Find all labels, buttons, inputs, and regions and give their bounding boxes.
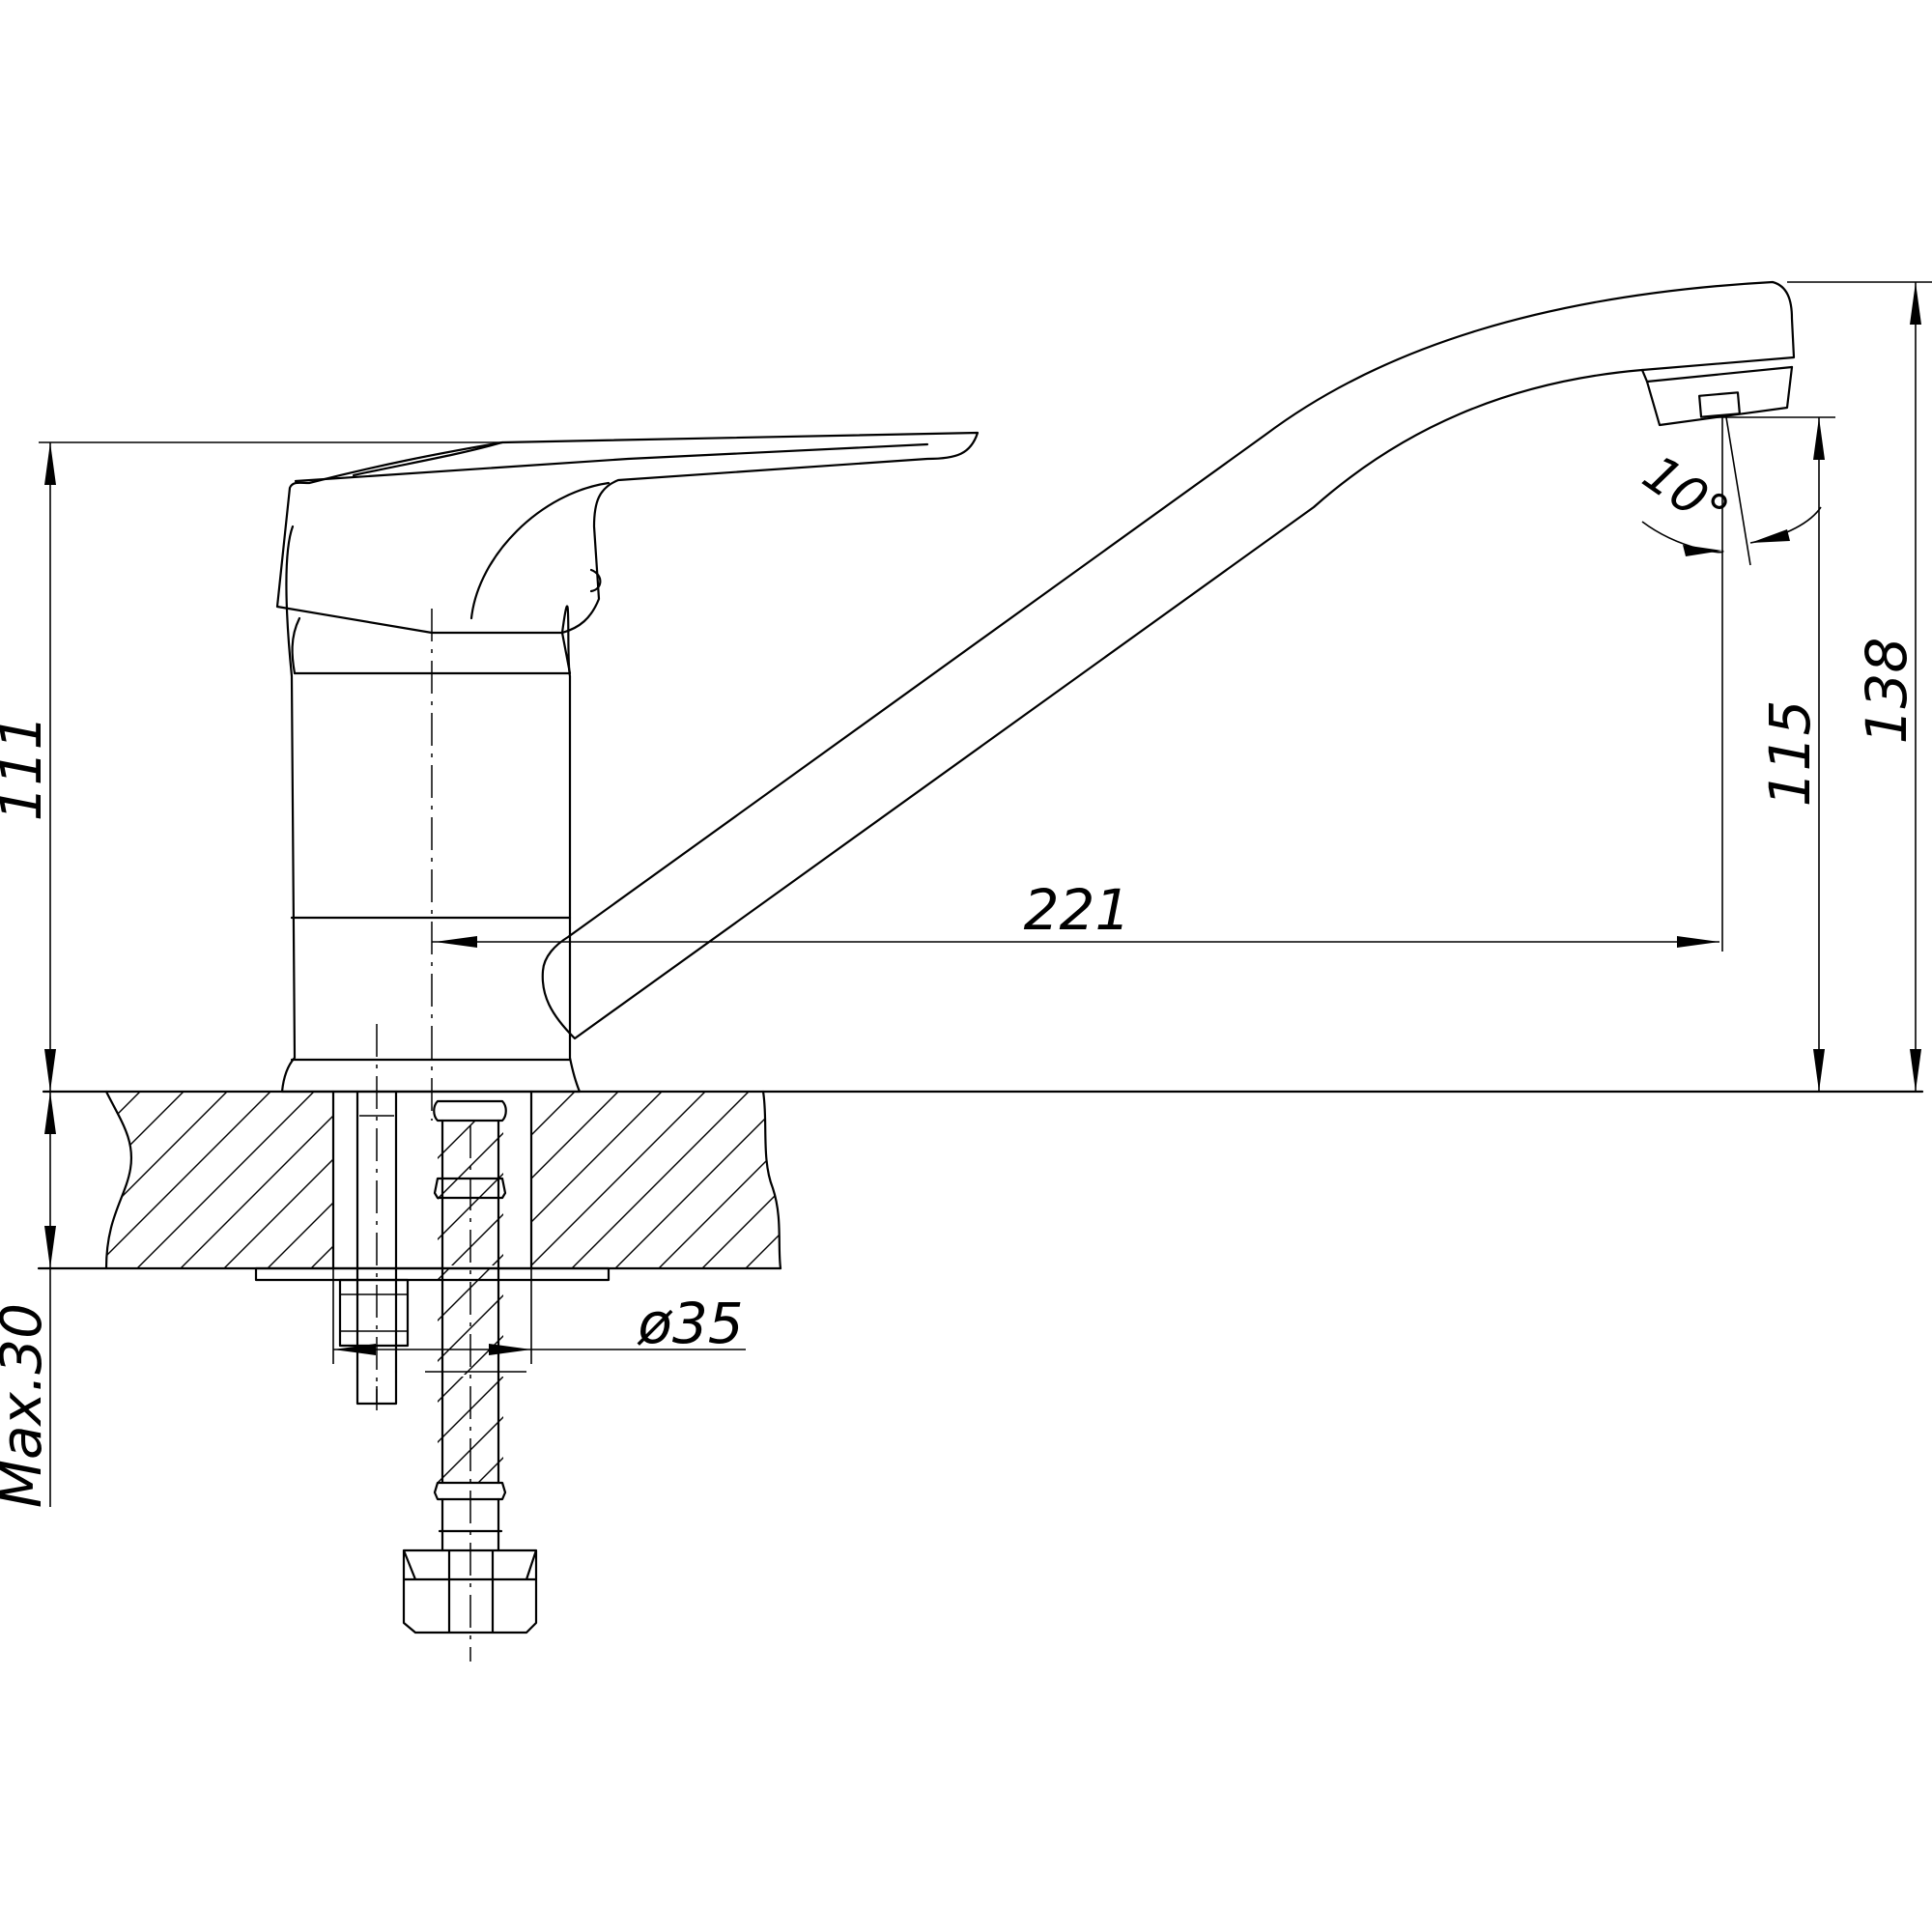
hose-hatch-line — [438, 1121, 503, 1483]
counter-hatch-line — [571, 1092, 750, 1268]
body-shoulder-left — [291, 616, 301, 675]
hose-hatch-line — [843, 1121, 1206, 1483]
supply-hose — [72, 1099, 1206, 1634]
hose-hatch-line — [438, 1121, 503, 1483]
hose-collar-upper — [433, 1177, 507, 1200]
dim-angle-arrow-right — [1750, 529, 1790, 543]
counter-hatch-line — [745, 1092, 781, 1268]
counter-hatch-line — [106, 1092, 185, 1268]
hose-collar-top — [433, 1099, 507, 1122]
hose-collar-lower — [433, 1481, 507, 1501]
dim-35-arrow-left — [333, 1344, 376, 1355]
center-lines — [376, 609, 471, 1662]
dimension-lines: 111 Max.30 221 115 138 10° — [0, 281, 1932, 1508]
counter-hatch-line — [701, 1092, 781, 1268]
counter-hatch-line — [527, 1092, 706, 1268]
body-outline — [280, 525, 582, 1094]
counter-hatch-line — [658, 1092, 781, 1268]
dim-221-label: 221 — [1024, 877, 1131, 943]
counter-hatch-line — [484, 1092, 663, 1268]
counter-hatching — [106, 1092, 1140, 1268]
dim-221-arrow-left — [435, 936, 477, 948]
aerator-insert — [1698, 391, 1741, 418]
counter-hatch-line — [136, 1092, 315, 1268]
counter-hatch-line — [440, 1092, 619, 1268]
dim-max30-arrow-bottom — [44, 1226, 56, 1268]
counter-hatch-line — [876, 1092, 1053, 1268]
mounting-plate — [254, 1266, 611, 1282]
dim-max30-label: Max.30 — [0, 1303, 54, 1508]
dim-max30-arrow-top — [44, 1092, 56, 1134]
handle-inner-edge — [294, 442, 929, 483]
dim-115-arrow-top — [1813, 417, 1825, 460]
dim-138-arrow-top — [1910, 282, 1921, 325]
counter-hatch-line — [106, 1092, 271, 1268]
handle-top-edge — [352, 440, 504, 477]
counter-hatch-line — [789, 1092, 966, 1268]
spout — [541, 280, 1796, 1040]
lever-handle — [275, 431, 980, 635]
mounting-stud — [338, 1090, 410, 1406]
hose-hatch-line — [722, 1121, 1084, 1483]
counter-hatch-line — [310, 1092, 489, 1268]
hose-hatch-line — [438, 1121, 503, 1483]
counter-hatch-line — [920, 1092, 1096, 1268]
dim-115-arrow-bottom — [1813, 1049, 1825, 1092]
counter-hatch-line — [397, 1092, 576, 1268]
countertop-section — [37, 1090, 1924, 1282]
dim-221-arrow-right — [1677, 936, 1719, 948]
counter-hatch-line — [267, 1092, 445, 1268]
hose-hatch-line — [438, 1121, 503, 1483]
hose-hatch-line — [72, 1121, 435, 1483]
hose-hatching — [72, 1121, 1206, 1483]
hose-hatch-line — [762, 1121, 1124, 1483]
faucet-body — [280, 525, 582, 1094]
handle-outline — [275, 431, 980, 635]
dim-35-arrow-right — [489, 1344, 531, 1355]
dim-111-arrow-bottom — [44, 1049, 56, 1092]
counter-hatch-line — [614, 1092, 781, 1268]
counter-hatch-line — [106, 1092, 228, 1268]
hose-hatch-line — [438, 1121, 503, 1483]
handle-screw — [589, 568, 602, 593]
counter-hatch-line — [223, 1092, 402, 1268]
handle-arc — [469, 481, 611, 620]
dim-angle-arrow-left — [1683, 545, 1722, 556]
dim-138-arrow-bottom — [1910, 1049, 1921, 1092]
body-shoulder-right — [560, 631, 572, 675]
counter-hatch-line — [833, 1092, 1009, 1268]
counter-hatch-line — [180, 1092, 358, 1268]
counter-hatch-line — [963, 1092, 1140, 1268]
hose-hatch-line — [438, 1121, 503, 1483]
aerator — [1645, 365, 1794, 427]
hose-hatch-line — [438, 1121, 476, 1483]
dim-111-arrow-top — [44, 442, 56, 485]
dim-115-label: 115 — [1757, 700, 1823, 808]
hose-hatch-line — [803, 1121, 1165, 1483]
dim-138-label: 138 — [1854, 638, 1919, 745]
spout-tip-edge — [1640, 365, 1794, 384]
spout-outline — [541, 280, 1796, 1040]
dim-angle-leg — [1725, 416, 1751, 566]
stud-nut — [338, 1278, 410, 1348]
dim-35-label: ø35 — [637, 1291, 743, 1356]
dim-111-label: 111 — [0, 715, 54, 822]
counter-break-left — [104, 1090, 133, 1270]
hose-hatch-line — [438, 1121, 503, 1483]
